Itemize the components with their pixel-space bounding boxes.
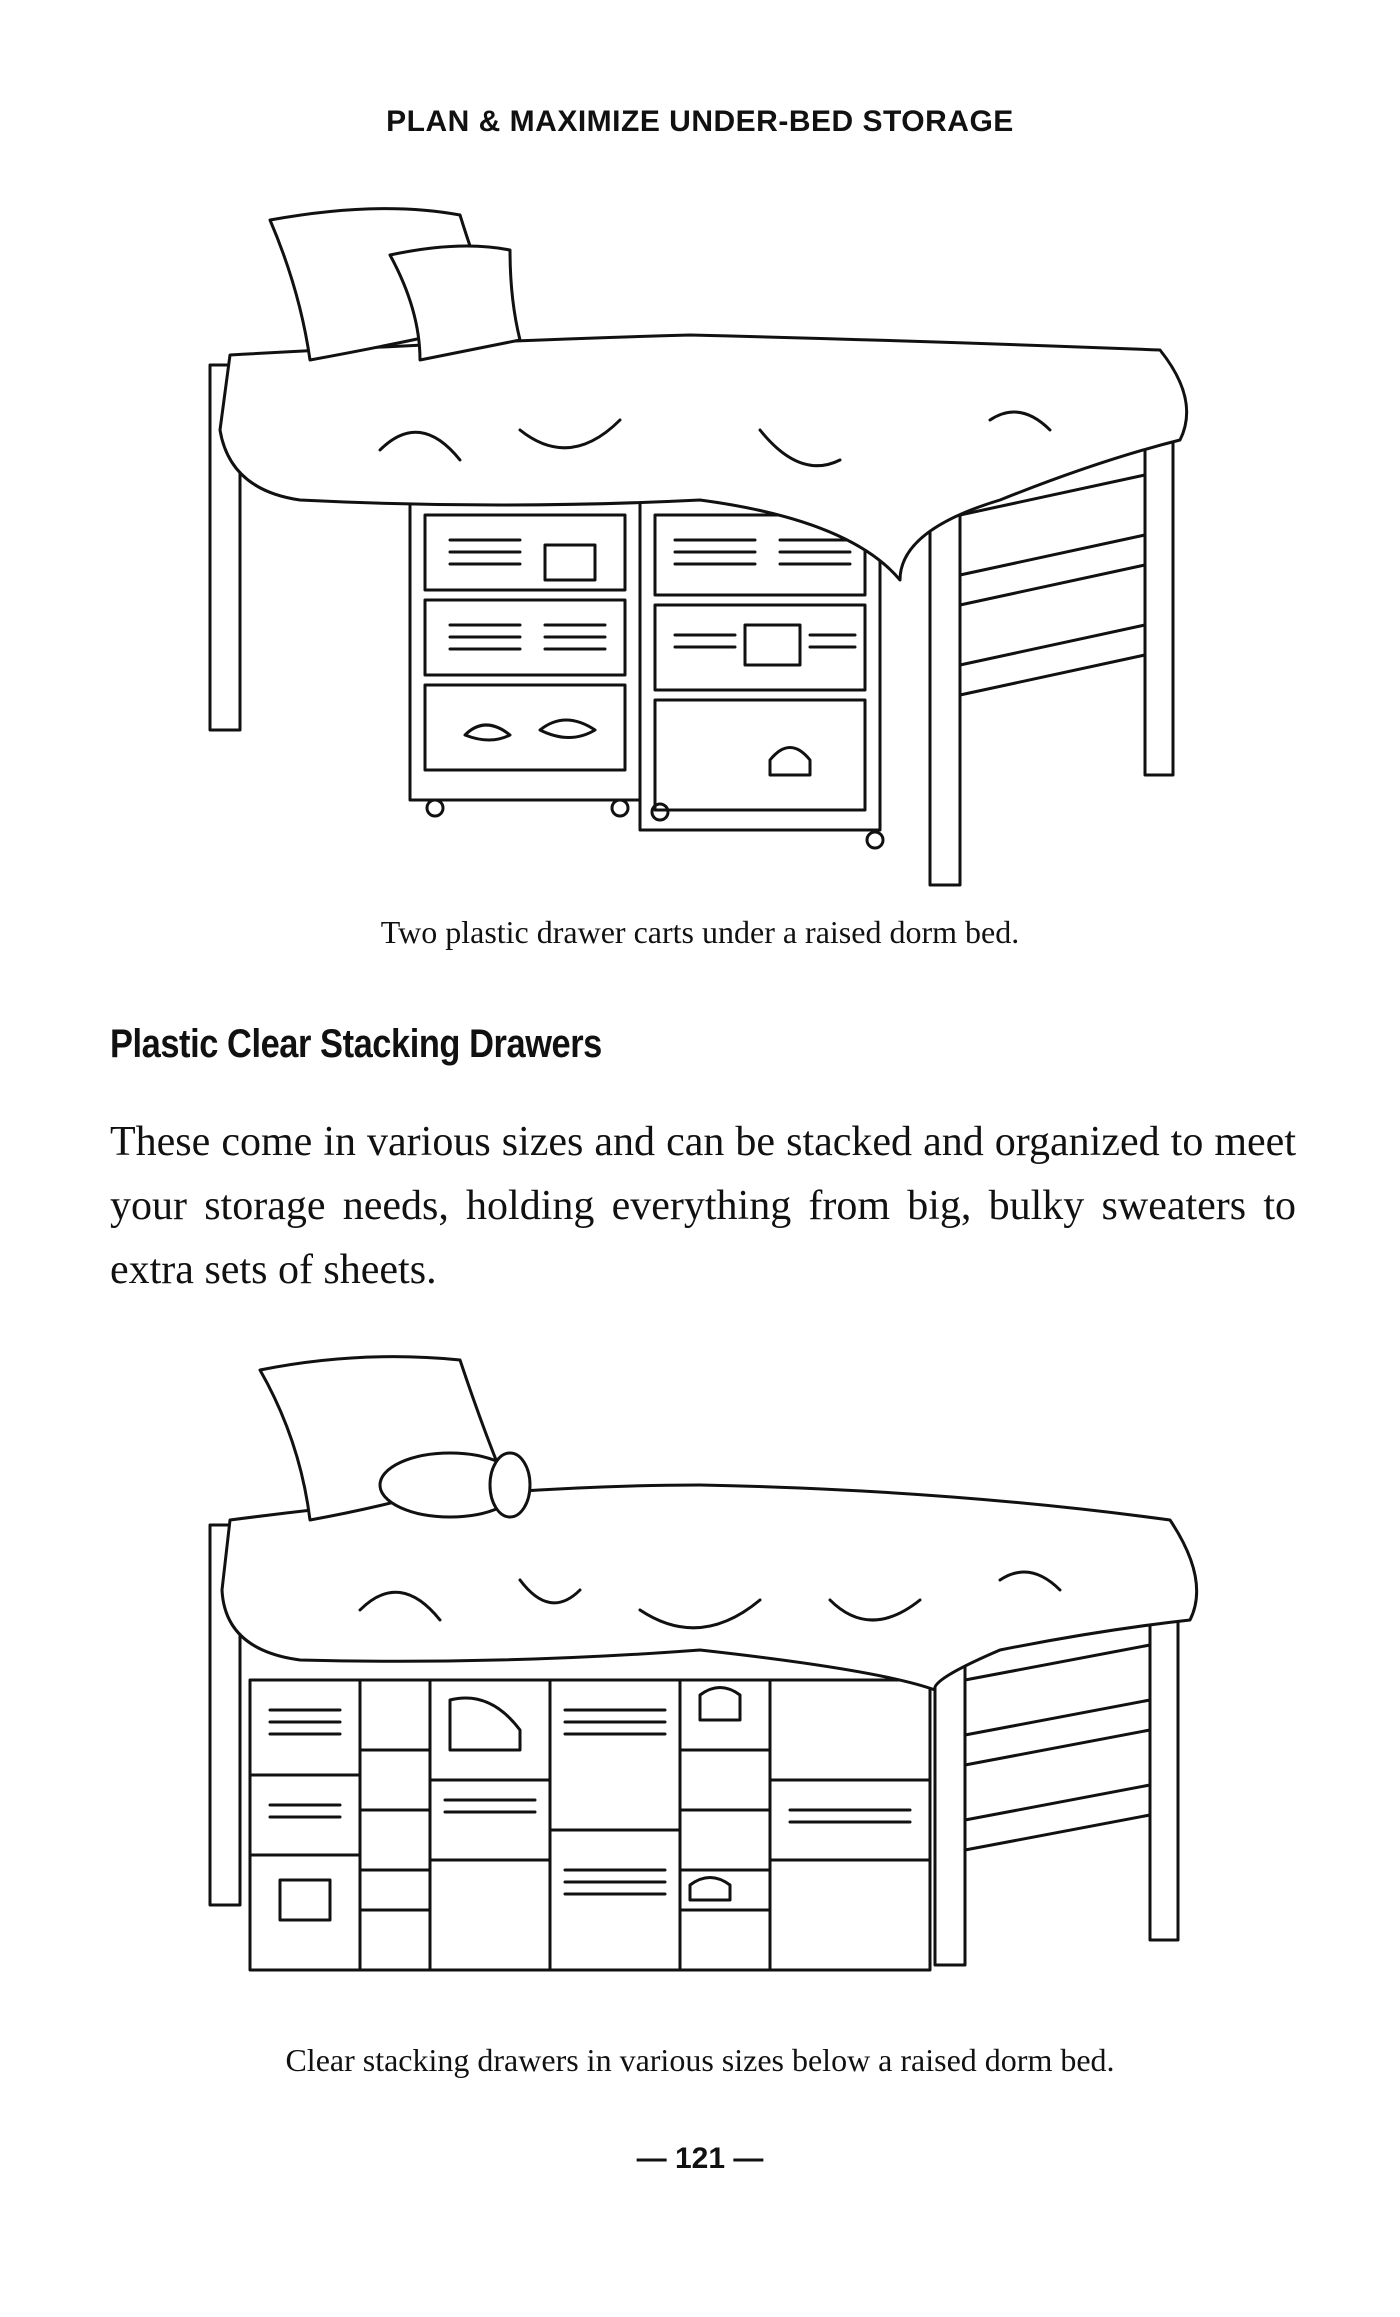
section-heading: Plastic Clear Stacking Drawers: [110, 1022, 602, 1066]
stacking-drawer-bank: [248, 1678, 932, 1972]
page-number: — 121 —: [636, 2142, 764, 2175]
figure-1-caption: Two plastic drawer carts under a raised …: [380, 914, 1020, 950]
body-paragraph: These come in various sizes and can be s…: [110, 1119, 1296, 1293]
drawer-cart-right: [638, 498, 885, 850]
figure-stacking-drawers: [0, 1350, 1400, 2020]
figure-drawer-carts: [0, 200, 1400, 920]
running-header: PLAN & MAXIMIZE UNDER-BED STORAGE: [386, 105, 1014, 138]
figure-2-caption: Clear stacking drawers in various sizes …: [285, 2042, 1115, 2078]
drawer-cart-left: [408, 498, 642, 818]
